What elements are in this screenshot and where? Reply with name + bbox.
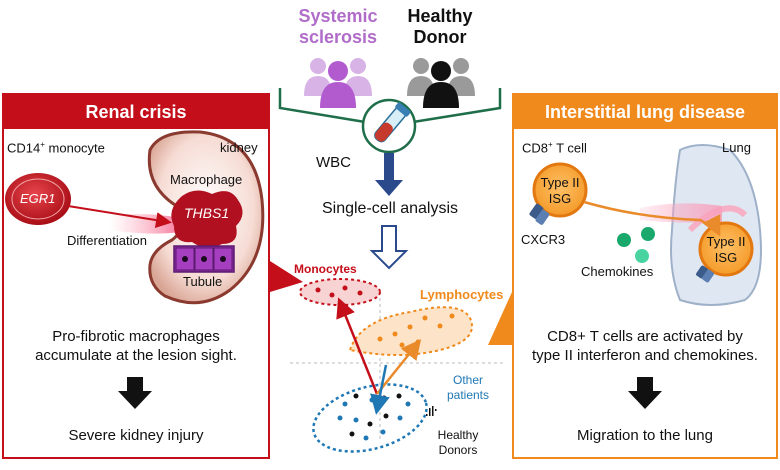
cxcr3-receptor-icon: [529, 203, 550, 225]
differentiation-label: Differentiation: [67, 233, 147, 248]
egr1-label: EGR1: [20, 191, 56, 206]
cxcr3-label: CXCR3: [521, 232, 566, 247]
ild-header: Interstitial lung disease: [514, 95, 776, 129]
wbc-label: WBC: [316, 154, 351, 171]
tubule-icon: [173, 245, 235, 273]
ild-description: CD8+ T cells are activated by type II in…: [532, 328, 758, 364]
cd8-tcell-label: CD8+ T cell: [522, 140, 587, 156]
ssc-label: Systemic sclerosis: [298, 6, 378, 47]
tubule-label: Tubule: [183, 274, 223, 289]
renal-description: Pro-fibrotic macrophages accumulate at t…: [35, 328, 237, 364]
single-cell-label: Single-cell analysis: [321, 200, 459, 217]
healthy-donor-label: Healthy Donor: [407, 6, 473, 47]
ssc-people-icon: [304, 58, 372, 108]
chemokines-label: Chemokines: [581, 264, 654, 279]
kidney-label: kidney: [220, 140, 258, 155]
receptor-icon-right: [696, 265, 714, 283]
renal-crisis-panel: Renal crisis: [2, 93, 270, 459]
monocytes-label: Monocytes: [294, 262, 357, 276]
chemokines-icon: [617, 227, 655, 263]
thbs1-label: THBS1: [184, 205, 230, 221]
blood-tube-icon: [361, 98, 417, 154]
renal-crisis-header: Renal crisis: [4, 95, 268, 129]
type2-isg-right-label: Type II ISG: [706, 234, 746, 265]
healthy-donors-label: Healthy Donors: [437, 428, 479, 457]
type2-isg-left-label: Type II ISG: [540, 175, 580, 206]
renal-outcome: Severe kidney injury: [68, 427, 204, 444]
macrophage-label: Macrophage: [170, 172, 243, 187]
cd14-monocyte-label: CD14+ monocyte: [7, 140, 105, 156]
right-down-arrow-icon: [628, 377, 662, 409]
healthy-people-icon: [407, 58, 475, 108]
ild-panel: Interstitial lung disease: [512, 93, 778, 459]
lymphocytes-label: Lymphocytes: [420, 287, 504, 302]
lung-label: Lung: [722, 140, 751, 155]
ild-outcome: Migration to the lung: [577, 427, 713, 444]
other-patients-label: Other patients: [446, 373, 490, 402]
left-down-arrow-icon: [118, 377, 152, 409]
